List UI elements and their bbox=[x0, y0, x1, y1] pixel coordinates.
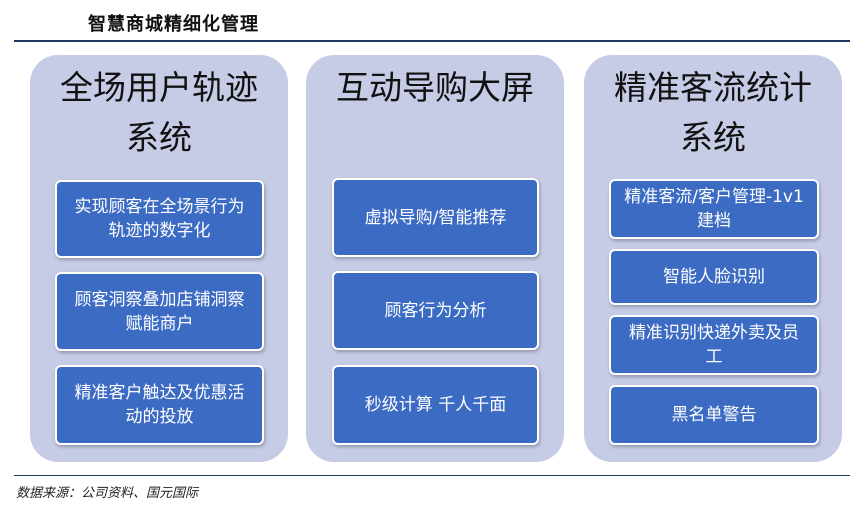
feature-box: 实现顾客在全场景行为轨迹的数字化 bbox=[55, 180, 264, 258]
panel-title: 精准客流统计系统 bbox=[614, 68, 812, 157]
feature-box: 精准识别快递外卖及员工 bbox=[609, 315, 819, 375]
header-divider bbox=[14, 40, 850, 42]
panel-user-trajectory: 全场用户轨迹系统 实现顾客在全场景行为轨迹的数字化 顾客洞察叠加店铺洞察赋能商户… bbox=[30, 55, 288, 462]
panel-title: 互动导购大屏 bbox=[336, 68, 534, 107]
panel-title: 全场用户轨迹系统 bbox=[60, 68, 258, 157]
footer-divider bbox=[14, 475, 850, 476]
panel-traffic-statistics: 精准客流统计系统 精准客流/客户管理-1v1建档 智能人脸识别 精准识别快递外卖… bbox=[584, 55, 842, 462]
feature-box: 精准客户触达及优惠活动的投放 bbox=[55, 365, 264, 445]
feature-box: 秒级计算 千人千面 bbox=[332, 365, 539, 445]
feature-box: 顾客行为分析 bbox=[332, 271, 539, 350]
page-title: 智慧商城精细化管理 bbox=[88, 14, 259, 35]
feature-box: 黑名单警告 bbox=[609, 385, 819, 445]
feature-box: 虚拟导购/智能推荐 bbox=[332, 178, 539, 257]
feature-box: 精准客流/客户管理-1v1建档 bbox=[609, 179, 819, 239]
panel-interactive-screen: 互动导购大屏 虚拟导购/智能推荐 顾客行为分析 秒级计算 千人千面 bbox=[306, 55, 564, 462]
source-note: 数据来源：公司资料、国元国际 bbox=[16, 486, 199, 501]
feature-box: 智能人脸识别 bbox=[609, 249, 819, 305]
feature-box: 顾客洞察叠加店铺洞察赋能商户 bbox=[55, 272, 264, 351]
